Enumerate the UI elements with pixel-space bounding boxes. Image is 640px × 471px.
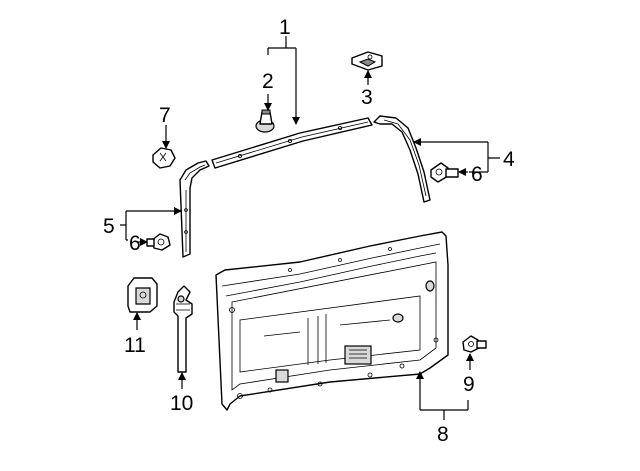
callout-9: 9: [463, 373, 475, 396]
grommet-part-6-left: [146, 233, 171, 251]
hinge-stay-part-10: [173, 285, 193, 373]
left-pillar-garnish: [179, 160, 210, 258]
callout-4: 4: [503, 148, 515, 171]
clip-part-2: [255, 109, 275, 133]
callout-3: 3: [361, 86, 373, 109]
clip-part-7: [152, 147, 176, 169]
clip-part-9: [462, 335, 487, 353]
upper-garnish-strip: [211, 117, 373, 169]
callout-1: 1: [279, 16, 291, 39]
callout-6-right: 6: [471, 163, 483, 186]
callout-7: 7: [159, 104, 171, 127]
back-door-trim-panel: [215, 231, 449, 411]
grommet-part-6-right: [430, 162, 459, 183]
callout-8: 8: [437, 423, 449, 446]
callout-5: 5: [103, 215, 115, 238]
callout-6-left: 6: [129, 232, 141, 255]
callout-10: 10: [170, 392, 193, 415]
callout-2: 2: [262, 70, 274, 93]
callout-11: 11: [124, 334, 146, 357]
leader-lines: [120, 36, 500, 420]
right-pillar-garnish: [373, 115, 431, 203]
bracket-clip-part-3: [351, 51, 383, 71]
cover-bracket-part-11: [127, 277, 158, 313]
